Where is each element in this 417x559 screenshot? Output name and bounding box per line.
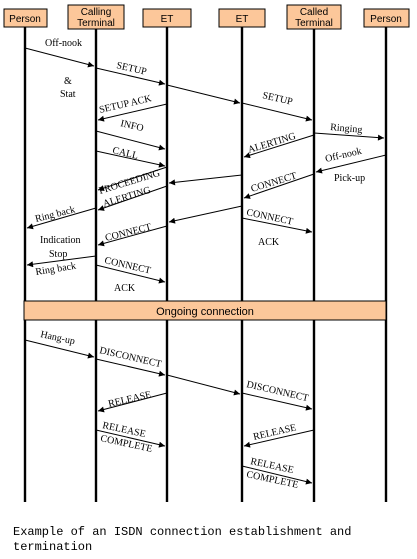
arrow-ack-called (241, 217, 313, 234)
ongoing-connection-label: Ongoing connection (156, 306, 254, 318)
arrow-info (95, 130, 166, 151)
note-pick-up: Pick-up (334, 173, 365, 184)
message-label-release-complete-1b: COMPLETE (99, 433, 153, 455)
message-label-disconnect-3: DISCONNECT (245, 379, 309, 404)
participant-label: ET (236, 14, 249, 25)
message-label-alerting: ALERTING (247, 131, 297, 156)
arrow-ringback (26, 207, 97, 230)
message-arrows (24, 47, 387, 485)
message-label-setup-ack: SETUP ACK (98, 93, 153, 116)
participant-label: Person (9, 14, 41, 25)
note-stat: Stat (60, 89, 76, 100)
message-labels: Off-nook & Stat SETUP SETUP SETUP ACK IN… (34, 38, 365, 491)
message-label-call: CALL (111, 145, 139, 162)
message-label-setup: SETUP (115, 60, 148, 78)
message-label-ringing: Ringing (330, 122, 363, 136)
arrow-release-called (243, 429, 315, 448)
arrow-release-calling (97, 392, 168, 413)
arrow-setup-1 (95, 67, 166, 86)
message-label-connect-called: CONNECT (250, 171, 298, 195)
message-label-connect-ack: CONNECT (103, 255, 151, 276)
arrow-connect-et (168, 205, 243, 224)
note-indication: Indication (40, 235, 81, 246)
arrow-connect-called (243, 173, 315, 199)
arrow-setup-3 (241, 102, 313, 122)
lifelines (23, 27, 388, 502)
arrow-release-complete-called (241, 465, 313, 485)
arrow-call (95, 150, 166, 168)
figure-caption: Example of an ISDN connection establishm… (13, 525, 352, 554)
message-label-ack: ACK (114, 283, 136, 294)
message-label-info: INFO (119, 118, 144, 134)
arrow-disconnect-2 (166, 374, 241, 396)
ongoing-connection-band: Ongoing connection (23, 300, 387, 321)
message-label-stop: Stop (49, 249, 67, 260)
participant-et-caller: ET (142, 8, 192, 28)
message-label-connect-calling: CONNECT (104, 222, 152, 244)
arrow-setup-ack (97, 103, 168, 122)
message-label-offhook: Off-nook (45, 38, 82, 49)
arrow-connect-calling (97, 225, 168, 247)
message-label-ringback: Ring back (34, 204, 76, 225)
message-label-release-calling: RELEASE (107, 389, 152, 410)
arrow-offhook-callee (315, 154, 387, 174)
participant-label: Person (370, 14, 402, 25)
note-ampersand: & (64, 76, 72, 87)
arrow-disconnect-3 (241, 392, 313, 411)
arrow-connect-ack (95, 264, 166, 284)
participant-et-callee: ET (218, 8, 266, 28)
arrow-proceeding (97, 166, 168, 191)
arrow-ringing (313, 132, 385, 141)
arrow-hangup (24, 339, 95, 359)
message-label-setup: SETUP (261, 90, 294, 108)
arrow-stop-ringback (26, 255, 97, 268)
message-label-release-called: RELEASE (252, 422, 297, 443)
arrow-release-complete-calling (95, 429, 166, 448)
arrow-proceeding-et (168, 174, 243, 186)
message-label-disconnect-1: DISCONNECT (98, 345, 162, 370)
participant-person-callee: Person (363, 8, 410, 28)
arrow-offhook-caller (24, 47, 95, 68)
message-label-connect-et: CONNECT (245, 207, 293, 228)
arrow-disconnect-1 (95, 358, 166, 377)
arrow-alerting-calling (97, 185, 168, 211)
participant-label: ET (161, 14, 174, 25)
participant-person-caller: Person (3, 8, 48, 28)
message-label-ack-called: ACK (258, 237, 280, 248)
arrow-alerting-called (243, 134, 315, 159)
arrow-setup-2 (166, 84, 241, 105)
